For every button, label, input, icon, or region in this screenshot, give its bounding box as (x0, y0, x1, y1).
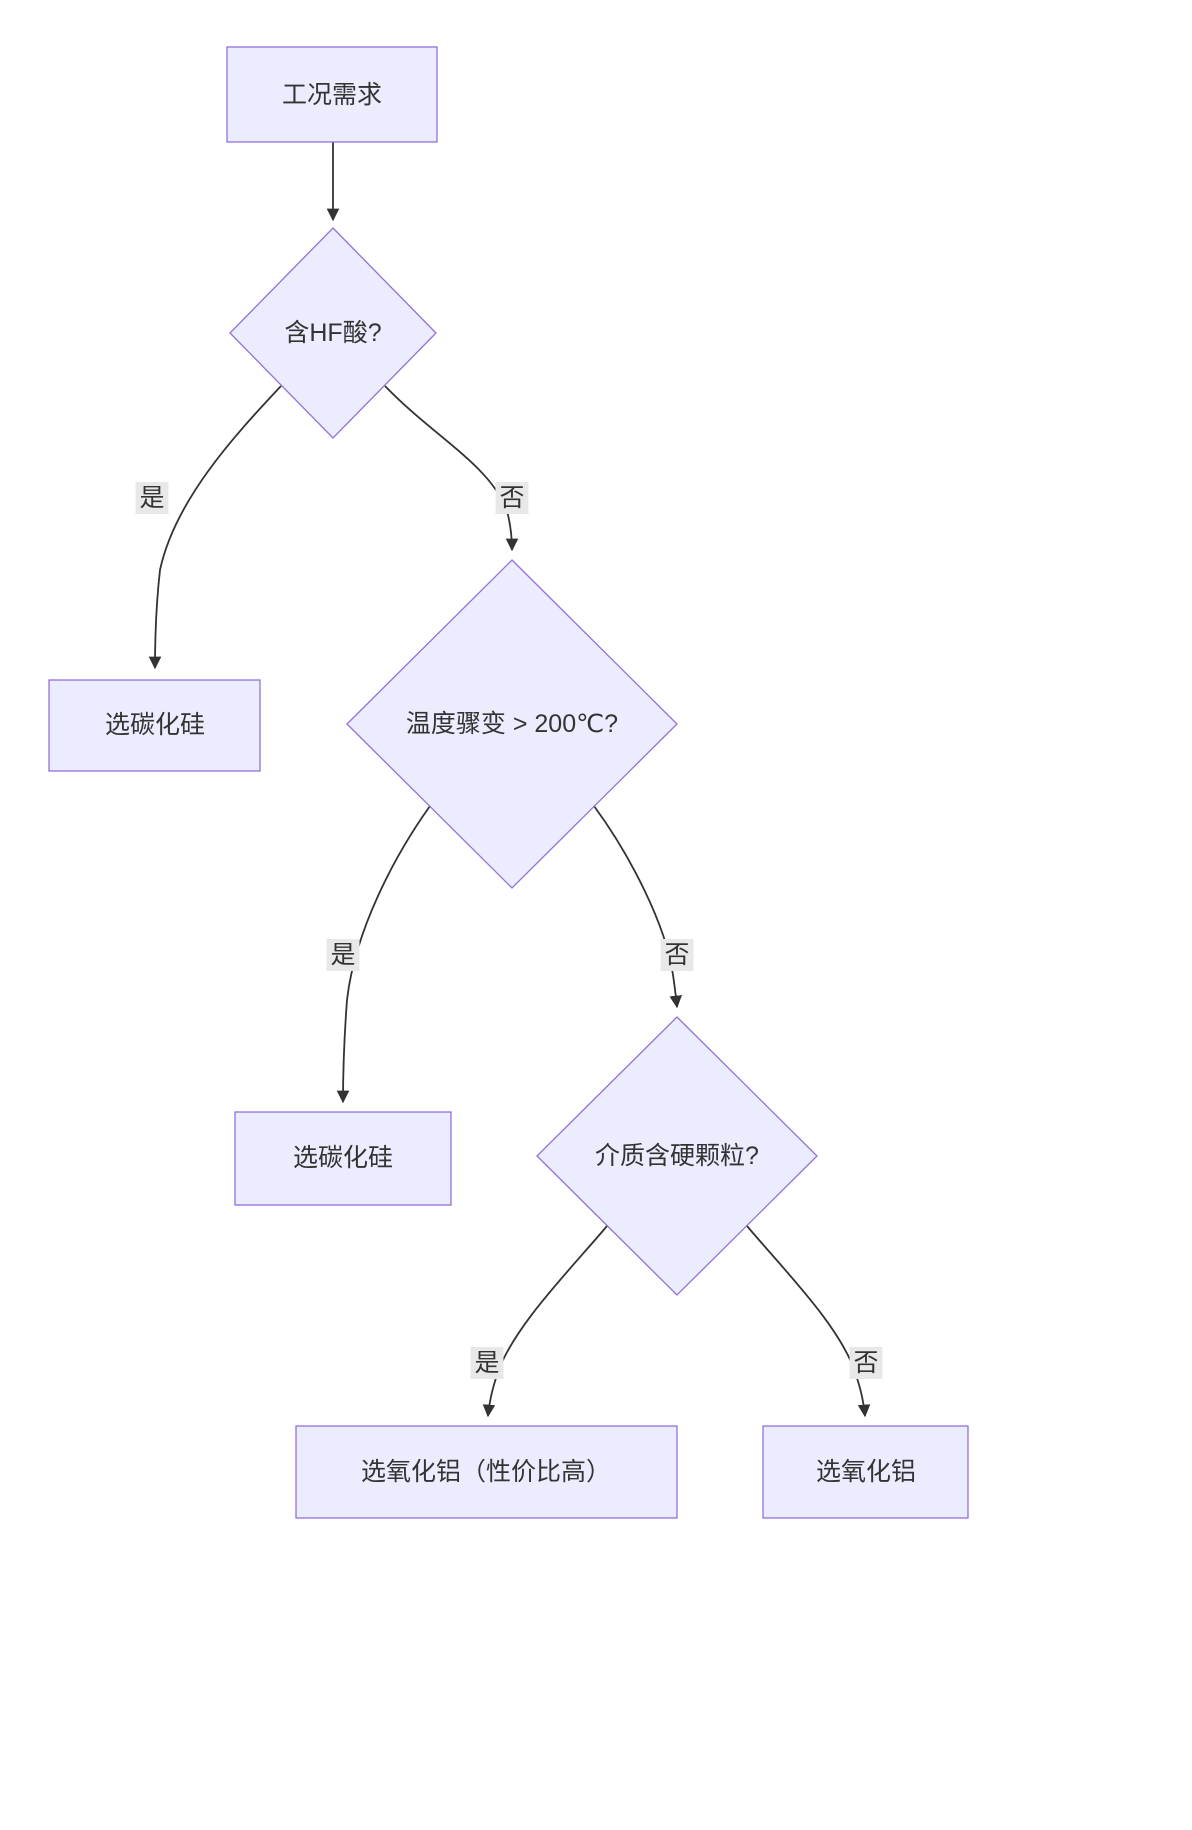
node-choose-alumina-shape (762, 1425, 969, 1519)
edge-label-yes-hf: 是 (135, 482, 169, 514)
edge-label-yes-particles: 是 (470, 1347, 504, 1379)
node-choose-alumina-cost-effective: 选氧化铝（性价比高） (360, 1457, 612, 1486)
decision-contains-hf-acid-shape (229, 227, 437, 439)
node-choose-silicon-carbide-2-shape (234, 1111, 452, 1206)
node-choose-silicon-carbide-2: 选碳化硅 (292, 1143, 394, 1172)
edge-label-no-hf: 否 (495, 482, 529, 514)
node-choose-silicon-carbide-1: 选碳化硅 (104, 710, 206, 739)
edge-label-no-temp: 否 (660, 939, 694, 971)
edge-B-D (384, 385, 519, 552)
edge-D-E (336, 805, 431, 1104)
node-choose-alumina-cost-effective-shape (295, 1425, 678, 1519)
decision-media-hard-particles: 介质含硬颗粒? (595, 1141, 759, 1170)
edge-label-no-particles: 否 (849, 1347, 883, 1379)
decision-temp-shock-over-200c: 温度骤变 > 200℃? (405, 709, 619, 738)
decision-media-hard-particles-shape (536, 1016, 818, 1296)
node-choose-silicon-carbide-1-shape (48, 679, 261, 772)
edge-F-G (482, 1225, 608, 1418)
node-choose-alumina: 选氧化铝 (815, 1457, 917, 1486)
node-workload-requirement-shape (226, 46, 438, 143)
edge-label-yes-temp: 是 (326, 939, 360, 971)
node-workload-requirement: 工况需求 (281, 80, 383, 109)
decision-temp-shock-over-200c-shape (346, 559, 678, 889)
edge-B-C (148, 385, 282, 670)
decision-contains-hf-acid: 含HF酸? (284, 318, 382, 347)
edge-F-H (746, 1225, 871, 1418)
edge-D-F (593, 805, 683, 1009)
